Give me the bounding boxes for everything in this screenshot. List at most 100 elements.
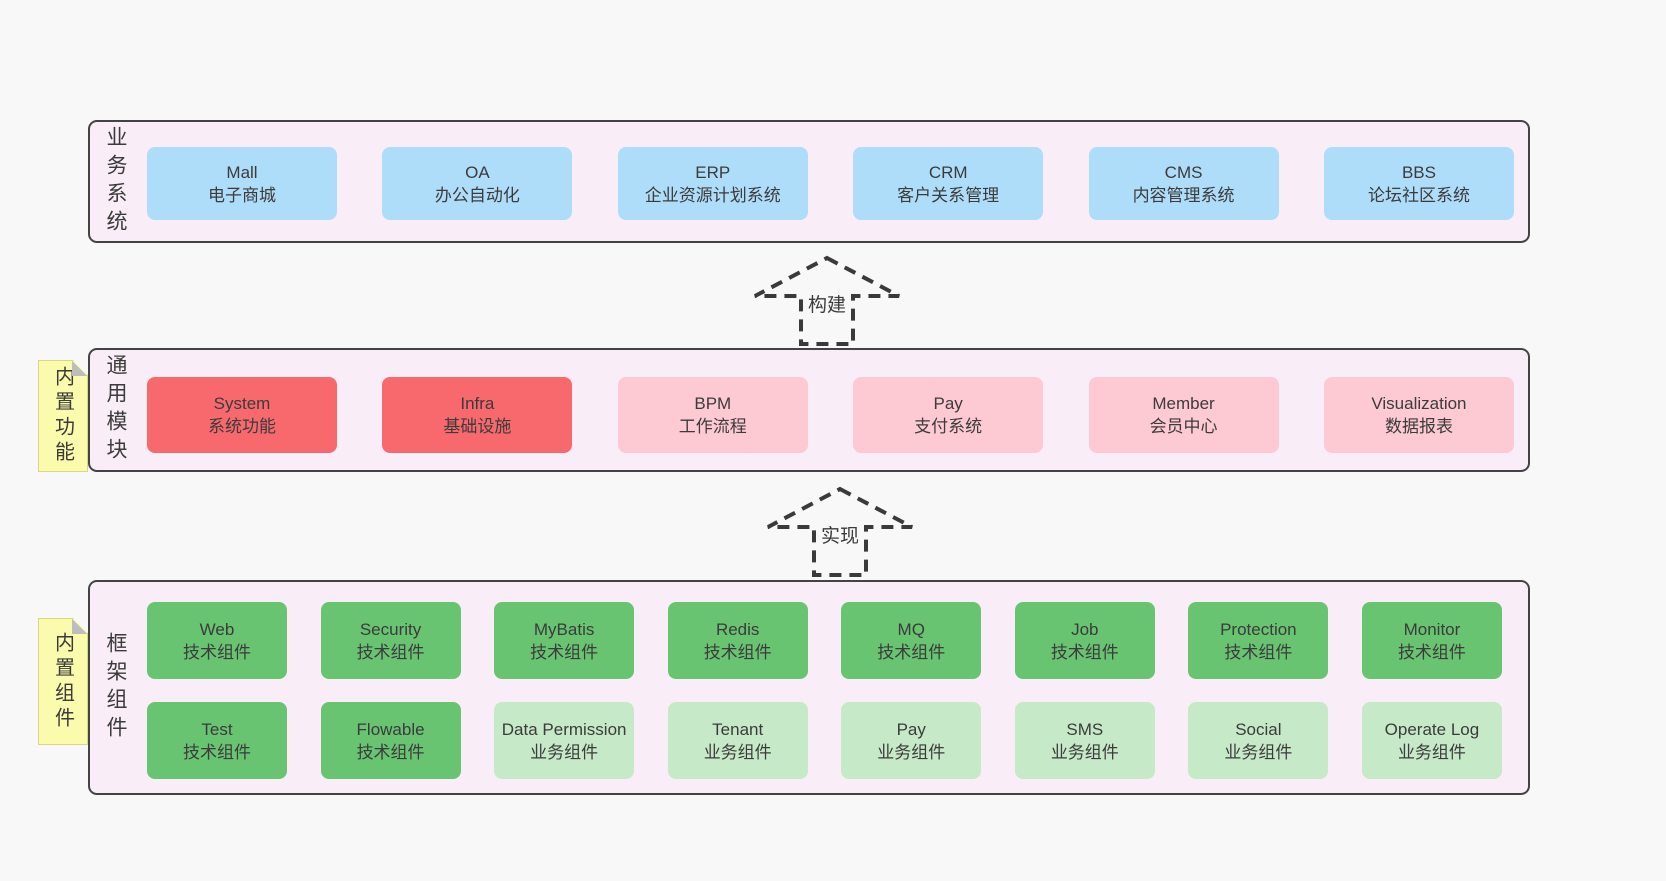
box-subtitle: 技术组件 xyxy=(356,742,425,762)
box-title: Flowable xyxy=(356,719,425,739)
box-subtitle: 内容管理系统 xyxy=(1132,185,1235,205)
box-subtitle: 系统功能 xyxy=(208,417,276,436)
components-box-row-1: Web 技术组件 Security 技术组件 MyBatis 技术组件 Redi… xyxy=(147,602,1502,679)
box-title: Web xyxy=(199,619,235,639)
layer-business-systems: 业务系统 Mall 电子商城 OA 办公自动化 ERP 企业资源计划系统 CRM… xyxy=(88,120,1530,243)
box-subtitle: 技术组件 xyxy=(1224,642,1293,662)
box-subtitle: 基础设施 xyxy=(443,417,512,436)
box-member: Member 会员中心 xyxy=(1088,377,1279,453)
box-title: BPM xyxy=(694,394,732,413)
build-arrow: 构建 xyxy=(752,255,902,347)
box-title: Security xyxy=(359,619,422,639)
box-visualization: Visualization 数据报表 xyxy=(1323,377,1514,453)
box-erp: ERP 企业资源计划系统 xyxy=(617,147,808,220)
box-subtitle: 技术组件 xyxy=(1397,642,1466,662)
box-subtitle: 企业资源计划系统 xyxy=(644,185,781,205)
box-subtitle: 业务组件 xyxy=(703,742,772,762)
box-mall: Mall 电子商城 xyxy=(147,147,337,220)
implement-arrow: 实现 xyxy=(765,486,915,578)
box-subtitle: 业务组件 xyxy=(530,742,599,762)
box-subtitle: 技术组件 xyxy=(530,642,599,662)
components-box-row-2: Test 技术组件 Flowable 技术组件 Data Permission … xyxy=(147,702,1502,779)
box-title: Redis xyxy=(715,619,760,639)
up-arrow-icon xyxy=(754,255,900,346)
box-subtitle: 客户关系管理 xyxy=(897,185,1000,205)
box-subtitle: 技术组件 xyxy=(183,742,251,762)
box-title: MQ xyxy=(897,619,925,639)
box-monitor: Monitor 技术组件 xyxy=(1361,602,1502,679)
box-title: ERP xyxy=(695,162,731,182)
layer-label-business-systems: 业务系统 xyxy=(104,125,127,238)
box-mybatis: MyBatis 技术组件 xyxy=(494,602,635,679)
box-title: SMS xyxy=(1066,719,1104,739)
box-bpm: BPM 工作流程 xyxy=(617,377,808,453)
sticky-note-built-in-features: 内置功能 xyxy=(38,360,88,472)
box-title: BBS xyxy=(1401,162,1436,182)
layer-framework-components: 框架组件 Web 技术组件 Security 技术组件 MyBatis 技术组件… xyxy=(88,580,1530,795)
box-title: Pay xyxy=(896,719,926,739)
box-title: Member xyxy=(1152,394,1215,413)
layer-label-framework-components: 框架组件 xyxy=(104,631,127,744)
box-title: Monitor xyxy=(1403,619,1461,639)
box-subtitle: 办公自动化 xyxy=(434,185,520,205)
sticky-note-text: 内置组件 xyxy=(51,631,74,732)
box-tenant: Tenant 业务组件 xyxy=(667,702,808,779)
box-subtitle: 数据报表 xyxy=(1384,417,1453,436)
box-operate-log: Operate Log 业务组件 xyxy=(1361,702,1502,779)
box-title: Social xyxy=(1235,719,1282,739)
box-subtitle: 会员中心 xyxy=(1149,417,1218,436)
box-title: Test xyxy=(201,719,233,739)
box-title: Mall xyxy=(226,162,258,182)
business-box-row: Mall 电子商城 OA 办公自动化 ERP 企业资源计划系统 CRM 客户关系… xyxy=(147,147,1514,220)
box-cms: CMS 内容管理系统 xyxy=(1088,147,1279,220)
box-subtitle: 技术组件 xyxy=(1050,642,1119,662)
box-system: System 系统功能 xyxy=(147,377,337,453)
box-title: Pay xyxy=(933,394,963,413)
box-data-permission: Data Permission 业务组件 xyxy=(494,702,635,779)
box-title: Tenant xyxy=(712,719,764,739)
box-mq: MQ 技术组件 xyxy=(841,602,982,679)
up-arrow-icon xyxy=(767,486,913,577)
box-flowable: Flowable 技术组件 xyxy=(320,702,461,779)
implement-arrow-label: 实现 xyxy=(815,520,865,549)
box-title: CRM xyxy=(928,162,968,182)
box-oa: OA 办公自动化 xyxy=(382,147,573,220)
box-subtitle: 技术组件 xyxy=(183,642,251,662)
box-title: Data Permission xyxy=(501,719,627,739)
box-title: Infra xyxy=(460,394,495,413)
box-subtitle: 工作流程 xyxy=(678,417,747,436)
box-title: Protection xyxy=(1220,619,1297,639)
layer-common-modules: 通用模块 System 系统功能 Infra 基础设施 BPM 工作流程 Pay… xyxy=(88,348,1530,472)
box-pay-component: Pay 业务组件 xyxy=(841,702,982,779)
modules-box-row: System 系统功能 Infra 基础设施 BPM 工作流程 Pay 支付系统… xyxy=(147,377,1514,453)
box-sms: SMS 业务组件 xyxy=(1014,702,1155,779)
box-web: Web 技术组件 xyxy=(147,602,287,679)
box-subtitle: 业务组件 xyxy=(1397,742,1466,762)
box-title: System xyxy=(213,394,271,413)
box-title: CMS xyxy=(1164,162,1203,182)
box-title: Visualization xyxy=(1371,394,1467,413)
box-subtitle: 电子商城 xyxy=(208,185,276,205)
box-subtitle: 技术组件 xyxy=(356,642,425,662)
box-pay-module: Pay 支付系统 xyxy=(853,377,1044,453)
box-bbs: BBS 论坛社区系统 xyxy=(1323,147,1514,220)
box-subtitle: 支付系统 xyxy=(914,417,983,436)
box-title: Job xyxy=(1071,619,1099,639)
box-redis: Redis 技术组件 xyxy=(667,602,808,679)
box-title: OA xyxy=(465,162,490,182)
sticky-note-built-in-components: 内置组件 xyxy=(38,618,88,745)
box-title: Operate Log xyxy=(1384,719,1480,739)
box-social: Social 业务组件 xyxy=(1188,702,1329,779)
box-job: Job 技术组件 xyxy=(1014,602,1155,679)
box-protection: Protection 技术组件 xyxy=(1188,602,1329,679)
box-subtitle: 业务组件 xyxy=(1050,742,1119,762)
box-subtitle: 业务组件 xyxy=(877,742,946,762)
box-subtitle: 论坛社区系统 xyxy=(1367,185,1470,205)
box-subtitle: 技术组件 xyxy=(877,642,946,662)
box-crm: CRM 客户关系管理 xyxy=(853,147,1044,220)
box-subtitle: 业务组件 xyxy=(1224,742,1293,762)
box-test: Test 技术组件 xyxy=(147,702,287,779)
box-security: Security 技术组件 xyxy=(320,602,461,679)
box-title: MyBatis xyxy=(533,619,595,639)
build-arrow-label: 构建 xyxy=(802,289,852,318)
